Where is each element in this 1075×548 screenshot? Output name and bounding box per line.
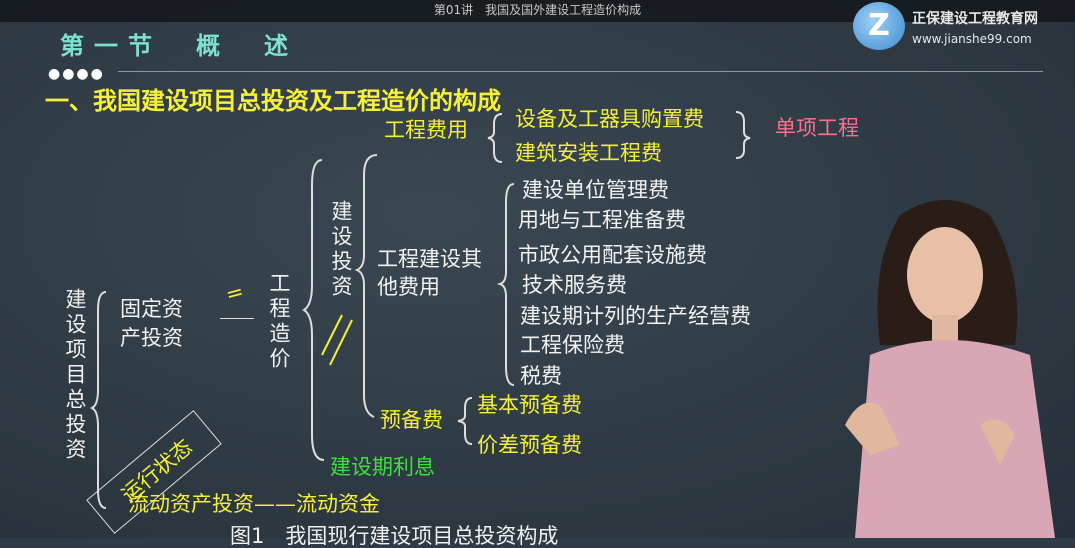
price-reserve: 价差预备费 [477, 433, 582, 457]
section-title: 第一节 概 述 [60, 31, 298, 60]
other-costs-label: 工程建设其他费用 [377, 247, 482, 299]
construction-investment-label: 建设投资 [329, 200, 353, 300]
other-item: 税费 [520, 364, 562, 388]
equals-annotation: = [223, 279, 247, 307]
root-label: 建设项目总投资 [63, 288, 87, 463]
other-costs-brace [496, 183, 515, 386]
cost-label: 工程造价 [267, 272, 291, 372]
other-item: 工程保险费 [520, 333, 625, 357]
equipment-cost: 设备及工器具购置费 [515, 107, 704, 131]
other-item: 建设单位管理费 [522, 178, 669, 202]
other-item: 市政公用配套设施费 [518, 243, 707, 267]
root-brace [89, 291, 107, 509]
brand-logo-icon: Z [853, 2, 905, 50]
reserve-label: 预备费 [380, 408, 443, 432]
interest-label: 建设期利息 [330, 455, 435, 479]
engineering-cost-label: 工程费用 [384, 118, 468, 142]
divider [118, 71, 1043, 72]
single-project-label: 单项工程 [775, 116, 859, 140]
other-item: 用地与工程准备费 [518, 208, 686, 232]
slide-heading: 一、我国建设项目总投资及工程造价的构成 [45, 87, 501, 115]
installation-cost: 建筑安装工程费 [515, 141, 662, 165]
current-assets-label: 流动资产投资——流动资金 [128, 492, 380, 516]
equals-line [220, 318, 254, 319]
brand-url: www.jianshe99.com [912, 32, 1032, 46]
basic-reserve: 基本预备费 [477, 393, 582, 417]
brand-name: 正保建设工程教育网 [912, 11, 1038, 27]
window-title: 第01讲 我国及国外建设工程造价构成 [0, 0, 1075, 22]
reserve-brace [457, 397, 473, 445]
fixed-assets-label: 固定资产投资 [120, 297, 183, 350]
presenter-video [845, 200, 1055, 538]
figure-caption: 图1 我国现行建设项目总投资构成 [230, 524, 559, 548]
cost-brace [302, 154, 378, 461]
engineering-cost-braces [487, 111, 751, 163]
other-item: 技术服务费 [522, 273, 627, 297]
other-item: 建设期计列的生产经营费 [520, 304, 751, 328]
bullet-dots: ●●●● [48, 66, 105, 82]
